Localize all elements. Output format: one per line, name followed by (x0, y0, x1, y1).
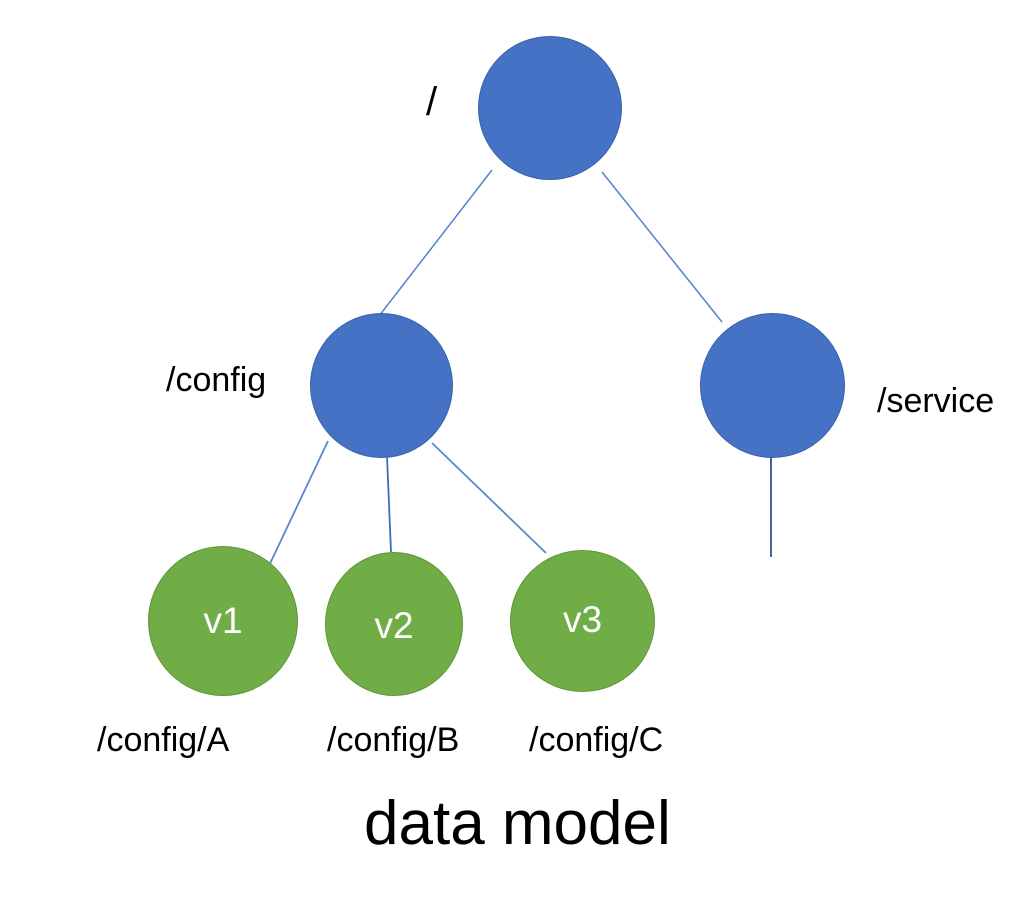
node-v2-label: /config/B (327, 721, 460, 759)
edge-config-v1 (266, 440, 329, 571)
edge-root-service (601, 171, 723, 323)
node-v3[interactable]: v3 (510, 550, 655, 692)
edge-root-config (378, 169, 493, 317)
diagram-caption: data model (364, 789, 671, 858)
node-v2[interactable]: v2 (325, 552, 463, 696)
node-root-label: / (426, 80, 438, 124)
node-config-label: /config (166, 361, 267, 399)
node-v2-text: v2 (374, 604, 414, 646)
node-v1-text: v1 (203, 599, 243, 641)
node-v1[interactable]: v1 (148, 546, 298, 696)
node-v3-label: /config/C (529, 721, 664, 759)
node-config[interactable] (310, 313, 453, 458)
node-service[interactable] (700, 313, 845, 458)
node-root[interactable] (478, 36, 622, 180)
node-service-label: /service (877, 382, 995, 420)
node-v1-label: /config/A (97, 721, 230, 759)
node-v3-text: v3 (562, 598, 603, 640)
edge-config-v3 (431, 442, 547, 554)
edge-config-v2 (386, 455, 392, 553)
